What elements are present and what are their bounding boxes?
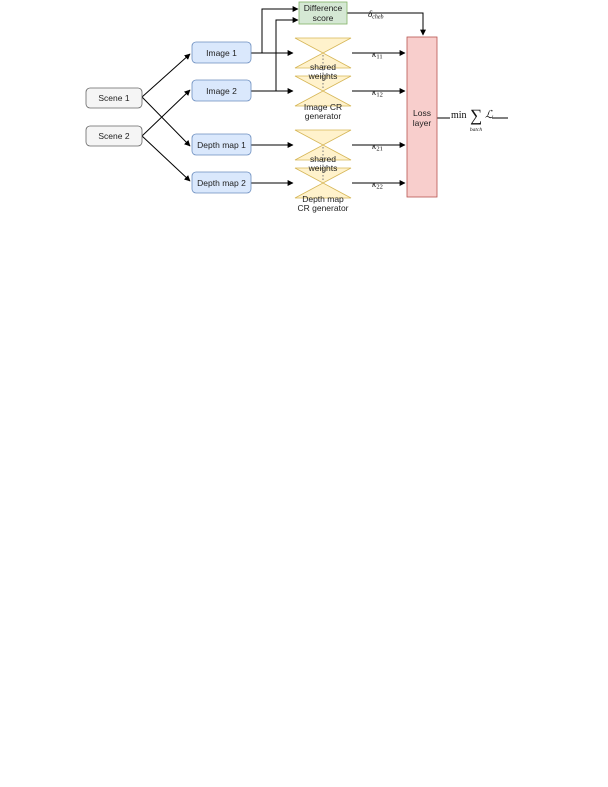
difference-label-line1: Difference: [304, 3, 343, 13]
image-generator-2: [294, 75, 352, 107]
k11-symbol: κ11: [372, 49, 383, 61]
image-generator-caption-1: Image CR: [304, 102, 342, 112]
depth2-label: Depth map 2: [197, 178, 246, 188]
depth1-node: Depth map 1: [191, 133, 252, 156]
edge-scene2-depth2: [141, 135, 191, 182]
edge-scene2-image2: [141, 89, 191, 137]
k21-symbol: κ21: [372, 141, 383, 153]
objective-loss: ℒ: [485, 109, 494, 121]
shared-weights-label-image-1: shared: [310, 62, 336, 72]
delta-cheb-symbol: δcheb: [368, 9, 384, 21]
scene1-label: Scene 1: [98, 93, 129, 103]
depth-generator-caption-2: CR generator: [297, 203, 348, 213]
edge-image2-diff: [275, 17, 299, 91]
objective-sum: ∑: [470, 106, 482, 125]
depth-generator-1: [294, 129, 352, 161]
objective-batch: batch: [470, 127, 482, 133]
edge-diff-loss: [347, 12, 426, 36]
depth2-node: Depth map 2: [191, 171, 252, 194]
loss-label-line2: layer: [413, 118, 432, 128]
k12-symbol: κ12: [372, 87, 383, 99]
image-generator-caption-2: generator: [305, 111, 342, 121]
scene2-label: Scene 2: [98, 131, 129, 141]
difference-label-line2: score: [313, 13, 334, 23]
depth1-label: Depth map 1: [197, 140, 246, 150]
depth-generator-caption-1: Depth map: [302, 194, 344, 204]
edges: [141, 6, 508, 186]
shared-weights-label-depth-1: shared: [310, 154, 336, 164]
image1-node: Image 1: [191, 41, 252, 64]
k22-symbol: κ22: [372, 179, 383, 191]
image1-label: Image 1: [206, 48, 237, 58]
depth-generator-2: [294, 167, 352, 199]
loss-layer-node: Loss layer: [406, 36, 438, 198]
edge-scene1-image1: [141, 53, 191, 98]
edge-scene1-depth1: [141, 96, 191, 147]
shared-weights-label-image-2: weights: [308, 71, 338, 81]
image2-node: Image 2: [191, 79, 252, 102]
loss-label-line1: Loss: [413, 108, 431, 118]
scene2-node: Scene 2: [85, 125, 143, 147]
shared-weights-label-depth-2: weights: [308, 163, 338, 173]
image-generator-1: [294, 37, 352, 69]
objective-min: min: [451, 110, 467, 121]
edge-image1-diff: [261, 6, 299, 53]
scene1-node: Scene 1: [85, 87, 143, 109]
image2-label: Image 2: [206, 86, 237, 96]
difference-score-node: Difference score: [298, 1, 348, 25]
objective-formula: min ∑ batch ℒ: [451, 106, 494, 133]
